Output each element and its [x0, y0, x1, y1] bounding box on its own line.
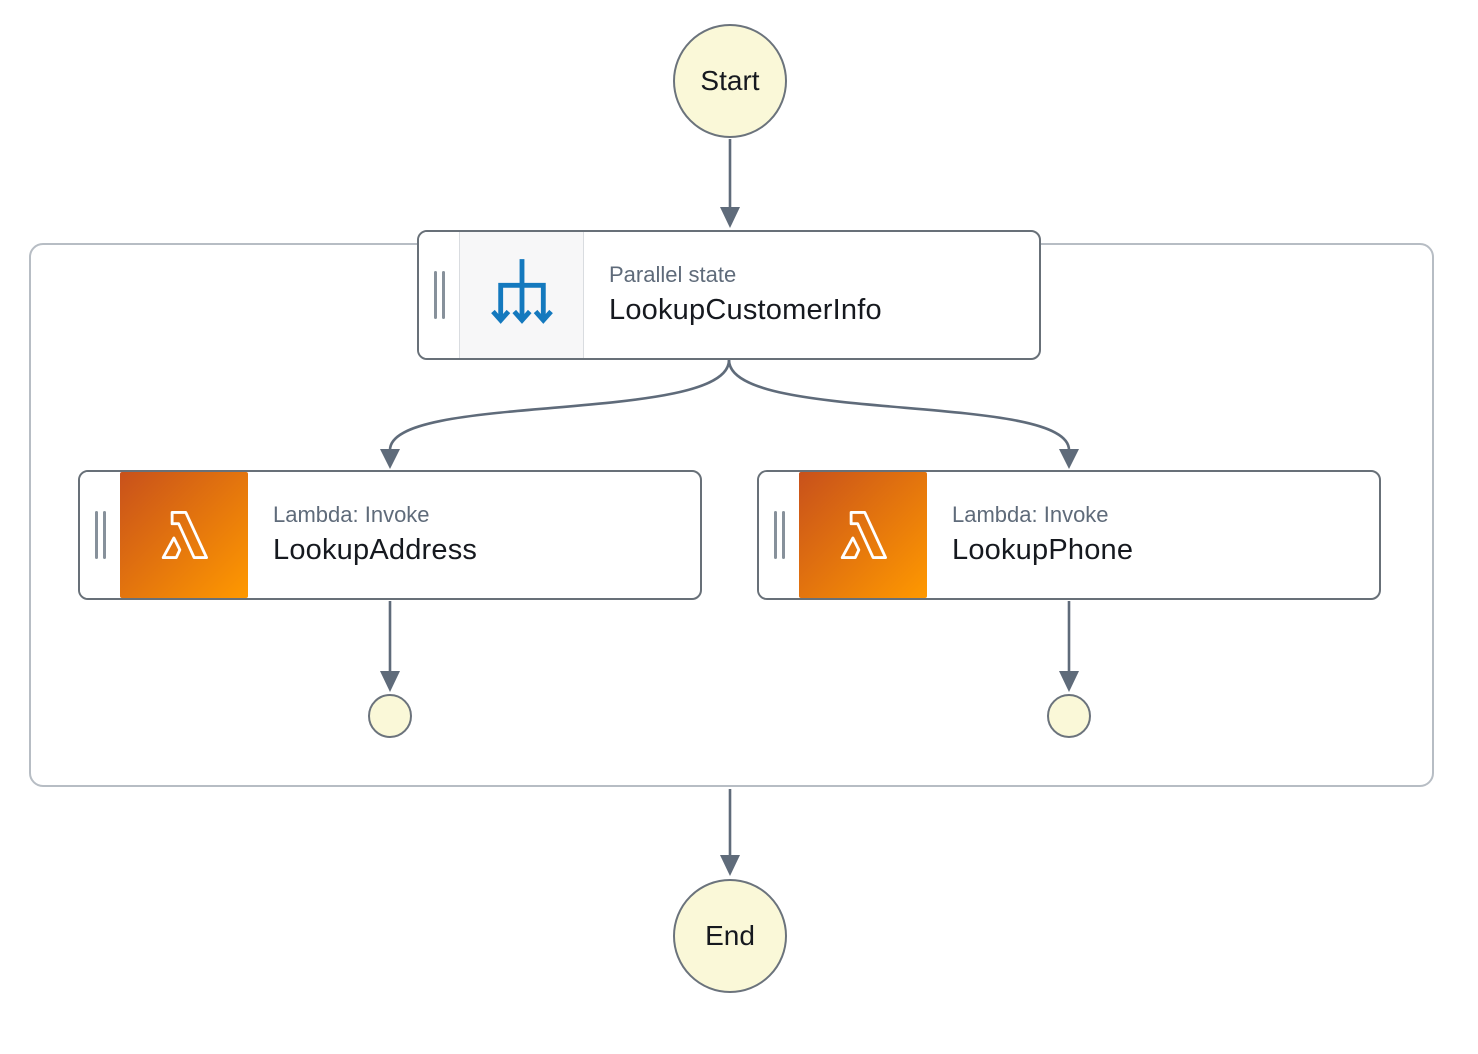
lambda-invoke-node-lookup-phone[interactable]: Lambda: Invoke LookupPhone — [757, 470, 1381, 600]
edge-parallel-to-left-branch — [388, 359, 731, 451]
arrowhead-start-to-parallel — [720, 207, 740, 228]
start-label: Start — [700, 65, 760, 96]
drag-handle-bar — [102, 511, 106, 559]
arrowhead-right-branch — [1059, 449, 1079, 469]
node-name: LookupPhone — [952, 533, 1134, 566]
node-name: LookupAddress — [273, 533, 478, 566]
parallel-fork-icon — [459, 232, 584, 358]
end-node: End — [673, 879, 787, 993]
node-type-label: Parallel state — [609, 262, 737, 288]
node-type-label: Lambda: Invoke — [273, 502, 430, 528]
parallel-state-node[interactable]: Parallel state LookupCustomerInfo — [417, 230, 1041, 360]
arrowhead-group-to-end — [720, 855, 740, 876]
drag-handle-bar — [433, 271, 437, 319]
node-text-block: Parallel state LookupCustomerInfo — [584, 232, 1039, 358]
end-label: End — [705, 920, 755, 951]
arrowhead-left-branch — [380, 449, 400, 469]
node-text-block: Lambda: Invoke LookupPhone — [927, 472, 1379, 598]
edge-parallel-to-right-branch — [727, 359, 1071, 451]
arrowhead-right-end-marker — [1059, 671, 1079, 692]
drag-handle-bar — [773, 511, 777, 559]
node-text-block: Lambda: Invoke LookupAddress — [248, 472, 700, 598]
node-type-label: Lambda: Invoke — [952, 502, 1109, 528]
branch-end-marker — [1047, 694, 1091, 738]
drag-handle-bar — [441, 271, 445, 319]
arrowhead-left-end-marker — [380, 671, 400, 692]
lambda-icon — [120, 472, 248, 598]
drag-handle[interactable] — [80, 472, 120, 598]
drag-handle[interactable] — [419, 232, 459, 358]
node-name: LookupCustomerInfo — [609, 293, 882, 326]
branch-end-marker — [368, 694, 412, 738]
lambda-invoke-node-lookup-address[interactable]: Lambda: Invoke LookupAddress — [78, 470, 702, 600]
start-node: Start — [673, 24, 787, 138]
drag-handle-bar — [781, 511, 785, 559]
drag-handle[interactable] — [759, 472, 799, 598]
lambda-icon — [799, 472, 927, 598]
drag-handle-bar — [94, 511, 98, 559]
